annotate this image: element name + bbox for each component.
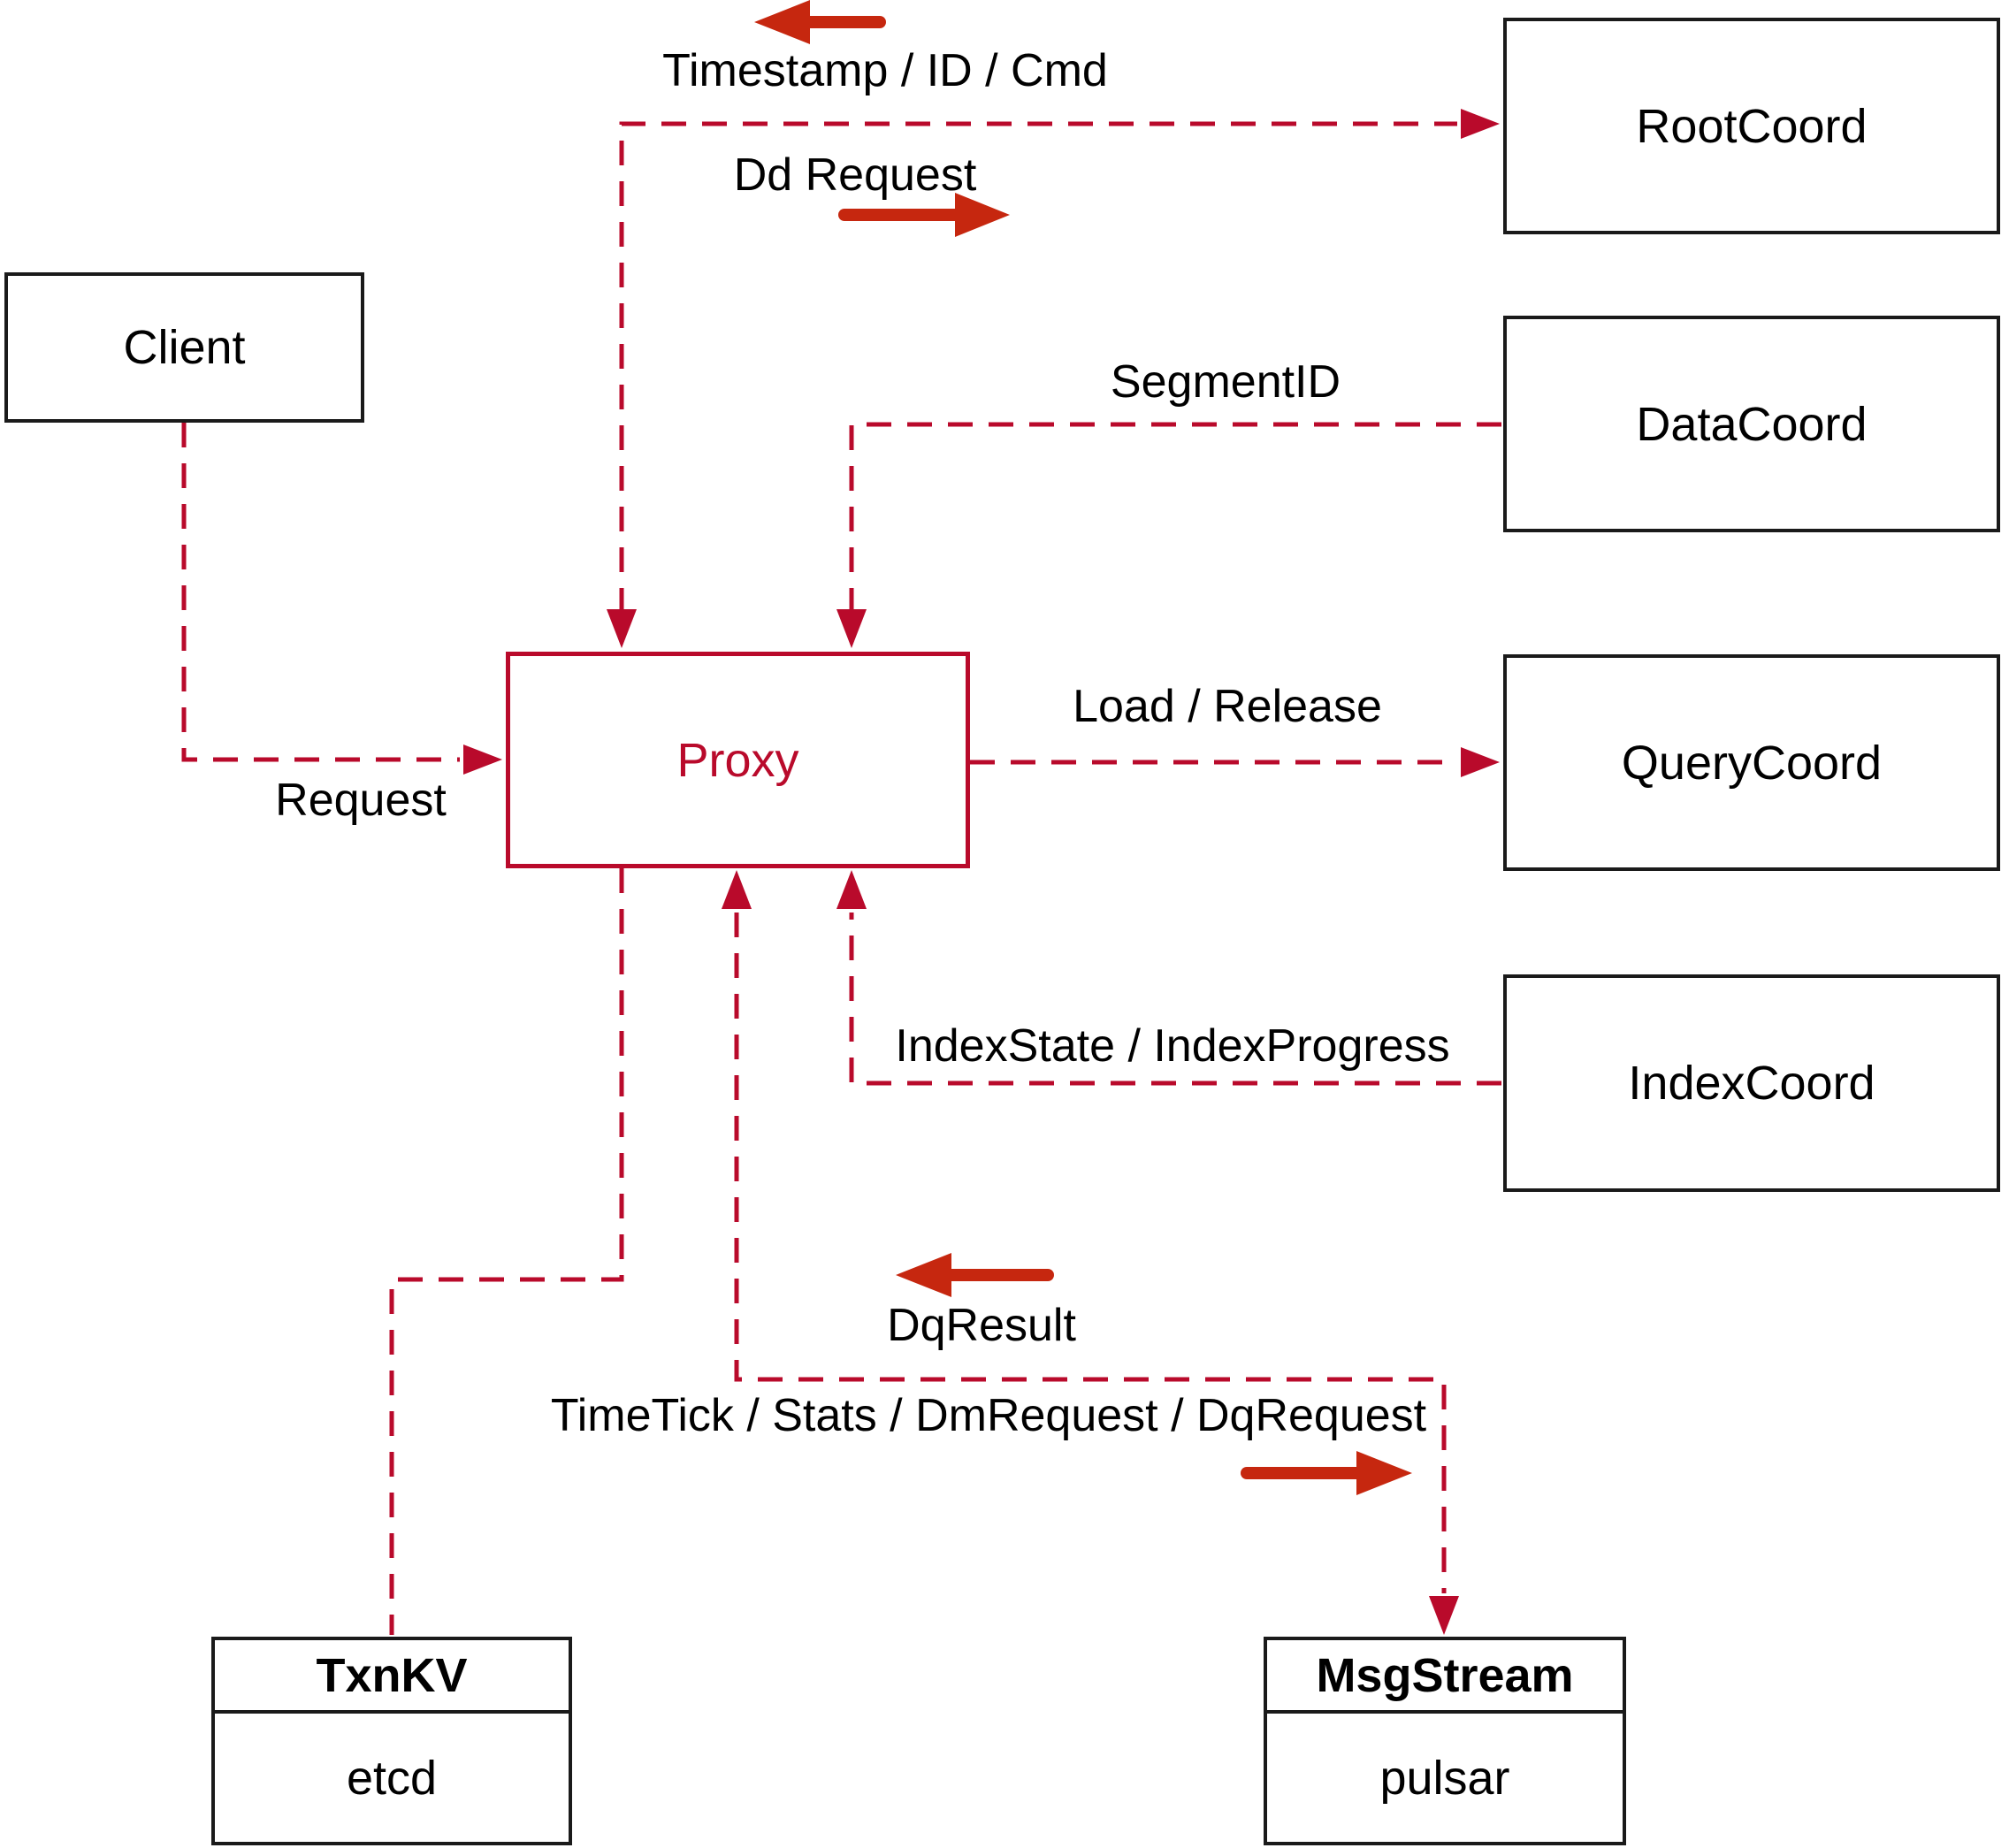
node-msgstream-subtitle: pulsar (1379, 1751, 1510, 1805)
node-txnkv: TxnKV etcd (211, 1637, 572, 1845)
node-indexcoord: IndexCoord (1503, 974, 2000, 1192)
node-client-label: Client (123, 321, 246, 374)
node-txnkv-title: TxnKV (215, 1640, 569, 1714)
direction-arrow-proxy-to-rootcoord (838, 193, 1010, 237)
direction-arrow-rootcoord-to-proxy (754, 0, 886, 44)
edge-indexcoord-proxy (849, 913, 1501, 1086)
node-msgstream: MsgStream pulsar (1264, 1637, 1626, 1845)
node-datacoord-label: DataCoord (1636, 397, 1868, 451)
node-client: Client (4, 272, 364, 423)
edge-label-timestamp-id-cmd: Timestamp / ID / Cmd (662, 45, 1108, 96)
node-msgstream-title: MsgStream (1267, 1640, 1623, 1714)
node-rootcoord-label: RootCoord (1636, 99, 1868, 153)
edge-proxy-txnkv (389, 868, 624, 1635)
edge-label-time-tick: TimeTick / Stats / DmRequest / DqRequest (550, 1390, 1427, 1441)
edge-datacoord-proxy (849, 422, 1501, 613)
edge-label-dd-request: Dd Request (733, 149, 977, 201)
edge-client-proxy (181, 423, 460, 762)
arrowhead-into-proxy-bottom-left (722, 870, 752, 909)
node-txnkv-subtitle: etcd (346, 1751, 438, 1805)
direction-arrow-proxy-to-msgstream (1241, 1451, 1412, 1495)
edge-proxy-msgstream (734, 913, 1447, 1593)
edge-label-index-state: IndexState / IndexProgress (895, 1020, 1450, 1072)
node-indexcoord-label: IndexCoord (1628, 1057, 1875, 1110)
arrowhead-into-proxy-top-left (607, 609, 637, 648)
node-rootcoord: RootCoord (1503, 18, 2000, 234)
edge-proxy-rootcoord (619, 121, 1457, 613)
node-querycoord-label: QueryCoord (1621, 736, 1883, 790)
arrowhead-into-querycoord (1461, 747, 1500, 777)
arrowhead-into-proxy-top-right (836, 609, 867, 648)
direction-arrow-msgstream-to-proxy (896, 1253, 1054, 1297)
arrowhead-into-msgstream (1429, 1596, 1459, 1635)
edge-label-segment-id: SegmentID (1110, 356, 1341, 408)
edge-label-request: Request (275, 775, 447, 826)
arrowhead-into-proxy-left (463, 745, 502, 775)
node-querycoord: QueryCoord (1503, 654, 2000, 871)
arrowhead-into-rootcoord (1461, 109, 1500, 139)
edge-label-dq-result: DqResult (887, 1300, 1076, 1351)
node-datacoord: DataCoord (1503, 316, 2000, 532)
node-proxy: Proxy (506, 652, 970, 868)
node-proxy-label: Proxy (676, 733, 799, 787)
edge-label-load-release: Load / Release (1073, 681, 1382, 732)
arrowhead-into-proxy-bottom-right (836, 870, 867, 909)
